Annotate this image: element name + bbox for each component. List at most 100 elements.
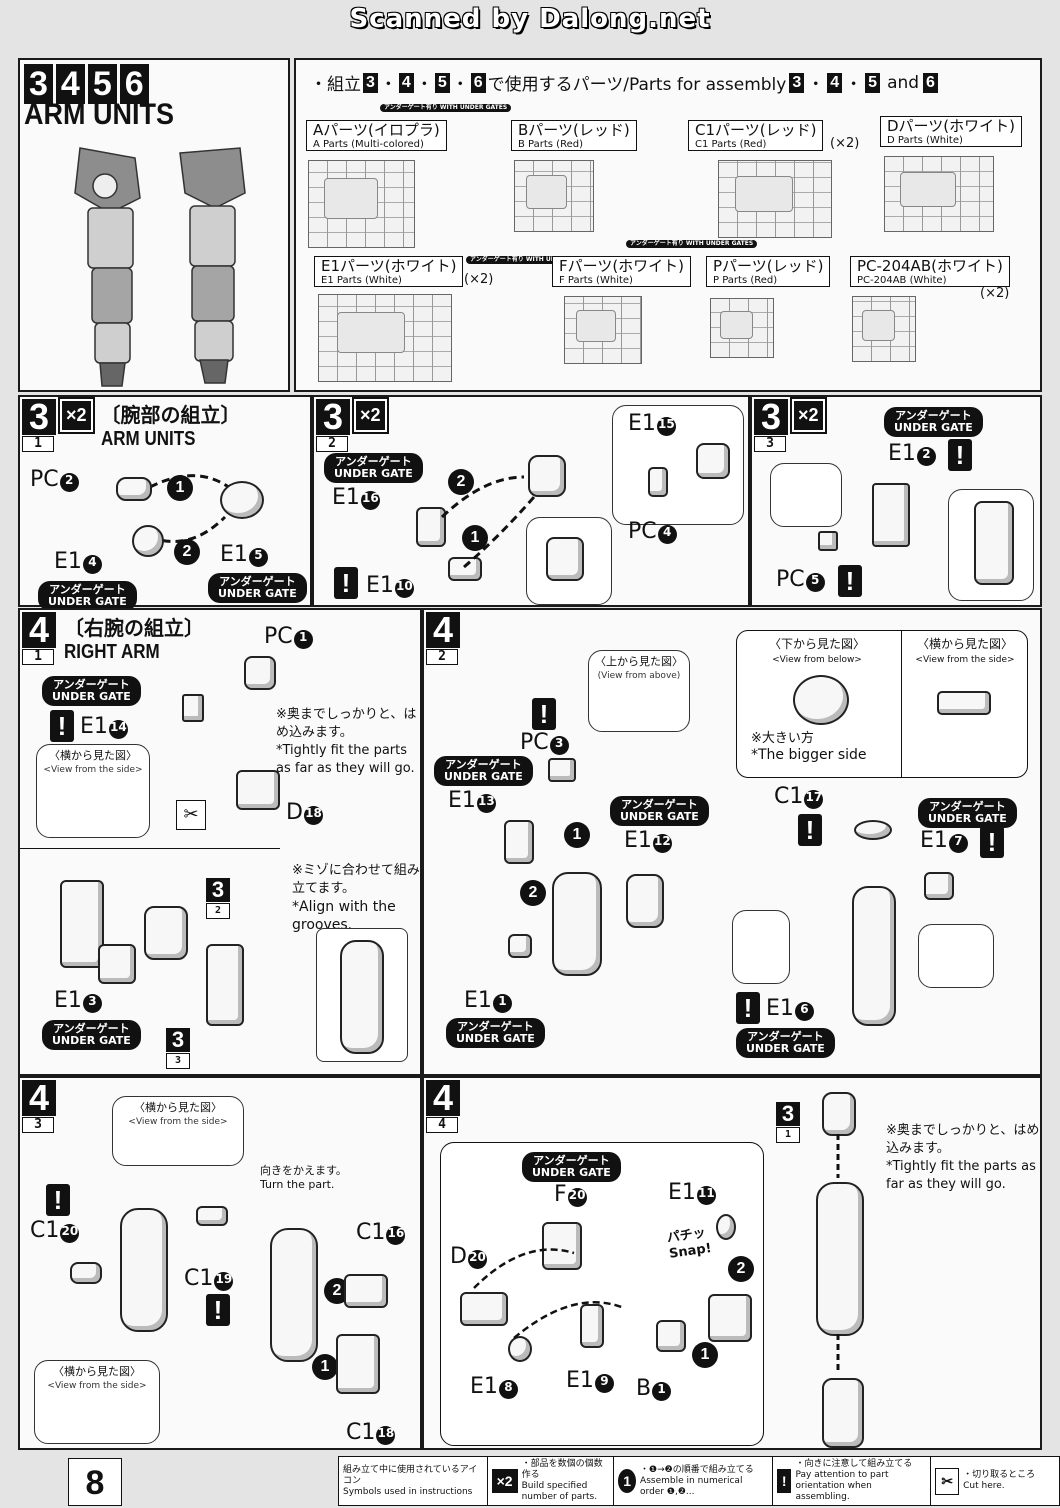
legend-desc-ja: ・❶→❷の順番で組み立てる [640, 1464, 754, 1475]
part-number: 11 [696, 1186, 716, 1205]
note-ja: ※大きい方 [751, 731, 814, 746]
order-marker: 1 [462, 525, 488, 551]
gate-en: UNDER GATE [334, 467, 413, 480]
step-sub-number: 1 [22, 436, 54, 452]
exclamation-icon: ! [776, 1469, 792, 1493]
parts-heading-prefix: ・組立 [310, 75, 361, 95]
sprue-name: Dパーツ(ホワイト) [887, 117, 1015, 135]
part-code: C1 [356, 1220, 386, 1245]
tight-fit-note: ※奥までしっかりと、はめ込みます。 *Tightly fit the parts… [886, 1122, 1042, 1194]
step-number: 3 [22, 399, 56, 435]
attach-arrows [836, 1134, 840, 1374]
part-code: C1 [184, 1266, 214, 1291]
order-marker: 1 [692, 1342, 718, 1368]
legend-title: 組み立て中に使用されているアイコン Symbols used in instru… [339, 1457, 488, 1505]
step-ref-number: 3 [206, 878, 230, 902]
sprue-label-f: Fパーツ(ホワイト) F Parts (White) [552, 256, 692, 287]
gate-ja: アンダーゲート [929, 800, 1006, 813]
legend-title-ja: 組み立て中に使用されているアイコン [343, 1464, 478, 1486]
step-sub-number: 1 [22, 649, 54, 665]
order-marker: 1 [564, 822, 590, 848]
gate-en: UNDER GATE [620, 810, 699, 823]
sprue-label-c1: C1パーツ(レッド) C1 Parts (Red) [688, 120, 824, 151]
part-number: 20 [467, 1250, 487, 1269]
gate-en: UNDER GATE [456, 1032, 535, 1045]
view-detail-box: 〈下から見た図〉<View from below> 〈横から見た図〉<View … [736, 630, 1028, 778]
part-code: PC [30, 467, 59, 492]
part-code: D [286, 800, 303, 825]
part-code: PC [628, 519, 657, 544]
parts-heading-text: で使用するパーツ/Parts for assembly [487, 75, 787, 95]
gate-ja: アンダーゲート [53, 1022, 130, 1035]
part-number: 16 [360, 491, 380, 510]
note-ja: ※奥までしっかりと、はめ込みます。 [886, 1123, 1040, 1156]
step-number: 4 [426, 1080, 460, 1116]
part-number: 2 [916, 447, 936, 466]
e1-part-piece [60, 880, 104, 968]
callout-title-ja: 〈下から見た図〉 [768, 637, 865, 651]
side-view-callout: 〈横から見た図〉<View from the side> [36, 744, 150, 838]
e1-part-piece [546, 537, 584, 581]
step-sub-number: 3 [754, 436, 786, 452]
step-number: 5 [87, 64, 117, 104]
sprue-name: E1パーツ(ホワイト) [321, 257, 457, 275]
view-from-below-title: 〈下から見た図〉<View from below> [737, 637, 897, 667]
orientation-warning-icon: ! [532, 698, 556, 730]
step-ref: 6 [470, 72, 486, 93]
gate-ja: アンダーゲート [621, 798, 698, 811]
part-code: D [450, 1244, 467, 1269]
cut-here-icon: ✂ [176, 800, 206, 830]
e1-part-piece [508, 1336, 532, 1362]
legend-desc-ja: ・切り取るところ [963, 1470, 1036, 1480]
part-number: 8 [498, 1380, 518, 1399]
part-code: PC [264, 624, 293, 649]
e1-part-piece [220, 481, 264, 519]
part-code: E1 [366, 573, 394, 598]
sprue-label-pc: PC-204AB(ホワイト) PC-204AB (White) [850, 256, 1010, 287]
sprue-name-en: C1 Parts (Red) [695, 139, 767, 150]
e1-part-piece [626, 874, 664, 928]
part-number: 7 [948, 834, 968, 853]
step-ref: 5 [434, 72, 450, 93]
c1-part-piece [344, 1274, 388, 1308]
sprue-label-p: Pパーツ(レッド) P Parts (Red) [706, 256, 831, 287]
order-marker: 2 [448, 469, 474, 495]
note-en: *Tightly fit the parts as far as they wi… [886, 1159, 1036, 1192]
step-ref-sub: 3 [166, 1053, 190, 1069]
part-code: E1 [54, 549, 82, 574]
step-number: 4 [22, 612, 56, 648]
part-number: 4 [657, 525, 677, 544]
part-code: E1 [920, 828, 948, 853]
step-ref-sub: 2 [206, 903, 230, 919]
view-from-above-callout: 〈上から見た図〉(View from above) [588, 650, 690, 732]
under-gate-tag: アンダーゲート有り WITH UNDER GATES [466, 256, 598, 264]
order-marker: 1 [167, 475, 193, 501]
step-title-en: RIGHT ARM [64, 641, 160, 663]
sprue-quantity: (×2) [830, 136, 860, 151]
step-ref-number: 3 [776, 1102, 800, 1126]
detail-callout [770, 463, 842, 527]
orientation-warning-icon: ! [798, 814, 822, 846]
e1-part-piece [696, 443, 730, 479]
order-marker: 2 [174, 539, 200, 565]
sprue-b-image [514, 160, 594, 232]
